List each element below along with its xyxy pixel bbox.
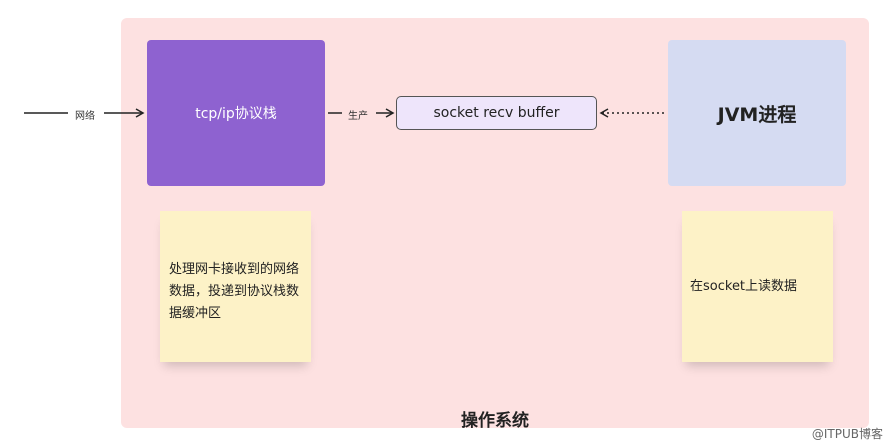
jvm-process-label: JVM进程 bbox=[717, 103, 797, 126]
sticky-note-jvm-text: 在socket上读数据 bbox=[690, 278, 798, 294]
sticky-note-tcp: 处理网卡接收到的网络数据，投递到协议栈数据缓冲区 bbox=[160, 211, 311, 362]
socket-recv-buffer-label: socket recv buffer bbox=[433, 105, 560, 121]
socket-recv-buffer-node: socket recv buffer bbox=[396, 96, 597, 130]
produce-label: 生产 bbox=[348, 111, 368, 122]
watermark: @ITPUB博客 bbox=[811, 427, 883, 441]
sticky-note-jvm: 在socket上读数据 bbox=[682, 211, 833, 362]
tcp-ip-stack-label: tcp/ip协议栈 bbox=[195, 106, 277, 122]
network-label: 网络 bbox=[75, 111, 95, 122]
sticky-note-tcp-text: 处理网卡接收到的网络数据，投递到协议栈数据缓冲区 bbox=[169, 262, 300, 321]
jvm-process-node: JVM进程 bbox=[668, 40, 846, 186]
os-region-label: 操作系统 bbox=[461, 411, 529, 431]
tcp-ip-stack-node: tcp/ip协议栈 bbox=[147, 40, 325, 186]
